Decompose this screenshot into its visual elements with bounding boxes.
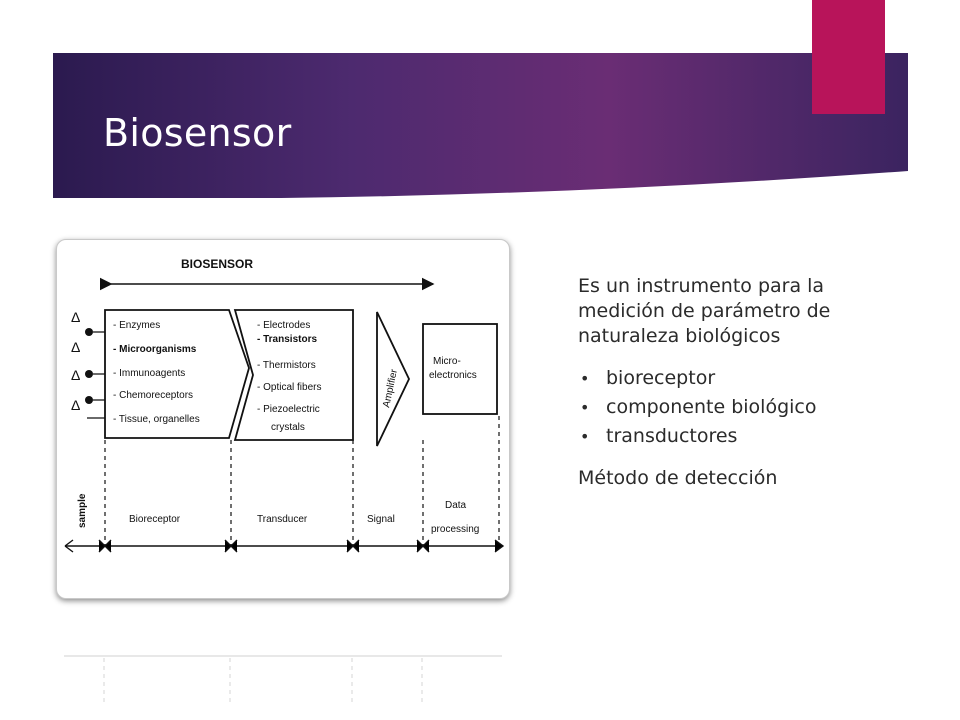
title-band: Biosensor <box>53 53 908 198</box>
stage-label-bioreceptor: Bioreceptor <box>129 514 181 525</box>
slide-body: Es un instrumento para la medición de pa… <box>578 274 898 491</box>
stage-label-signal: Signal <box>367 514 395 525</box>
bullet-item: componente biológico <box>578 393 898 422</box>
transducer-item: - Piezoelectric <box>257 404 320 415</box>
microelectronics-box <box>422 323 498 415</box>
svg-text:Δ: Δ <box>71 397 80 413</box>
bioreceptor-box <box>104 309 250 439</box>
svg-text:Δ: Δ <box>71 367 80 383</box>
transducer-box <box>233 309 354 441</box>
bioreceptor-item: - Tissue, organelles <box>113 414 200 425</box>
method-text: Método de detección <box>578 467 778 489</box>
svg-text:Δ: Δ <box>71 309 80 325</box>
bioreceptor-item: - Enzymes <box>113 320 160 331</box>
bioreceptor-item: - Immunoagents <box>113 368 185 379</box>
sample-symbols: Δ Δ Δ Δ <box>71 309 105 419</box>
stage-label-processing: processing <box>431 524 479 535</box>
title-band-curve <box>53 171 908 198</box>
bullet-list: bioreceptor componente biológico transdu… <box>578 364 898 451</box>
transducer-item: crystals <box>271 422 305 433</box>
micro-label: Micro- <box>433 356 461 367</box>
slide-title: Biosensor <box>103 111 292 155</box>
transducer-item: - Optical fibers <box>257 382 321 393</box>
amplifier-triangle <box>376 311 410 447</box>
description-text: Es un instrumento para la medición de pa… <box>578 275 831 347</box>
sample-label: sample <box>77 493 88 528</box>
transducer-item: - Transistors <box>257 334 317 345</box>
transducer-item: - Electrodes <box>257 320 310 331</box>
bioreceptor-item: - Microorganisms <box>113 344 197 355</box>
biosensor-diagram: BIOSENSOR Δ Δ Δ Δ - Enzymes - Microorgan… <box>56 239 510 599</box>
stage-label-data: Data <box>445 500 467 511</box>
stage-arrows <box>64 539 505 553</box>
svg-text:Δ: Δ <box>71 339 80 355</box>
micro-label: electronics <box>429 370 477 381</box>
bioreceptor-item: - Chemoreceptors <box>113 390 193 401</box>
stage-dividers <box>104 416 500 546</box>
diagram-canvas: BIOSENSOR Δ Δ Δ Δ - Enzymes - Microorgan… <box>64 257 505 553</box>
transducer-item: - Thermistors <box>257 360 316 371</box>
accent-tab <box>812 0 885 114</box>
bullet-item: bioreceptor <box>578 364 898 393</box>
bullet-item: transductores <box>578 422 898 451</box>
diagram-reflection <box>56 604 508 714</box>
stage-label-transducer: Transducer <box>257 514 308 525</box>
diagram-heading: BIOSENSOR <box>181 257 253 271</box>
